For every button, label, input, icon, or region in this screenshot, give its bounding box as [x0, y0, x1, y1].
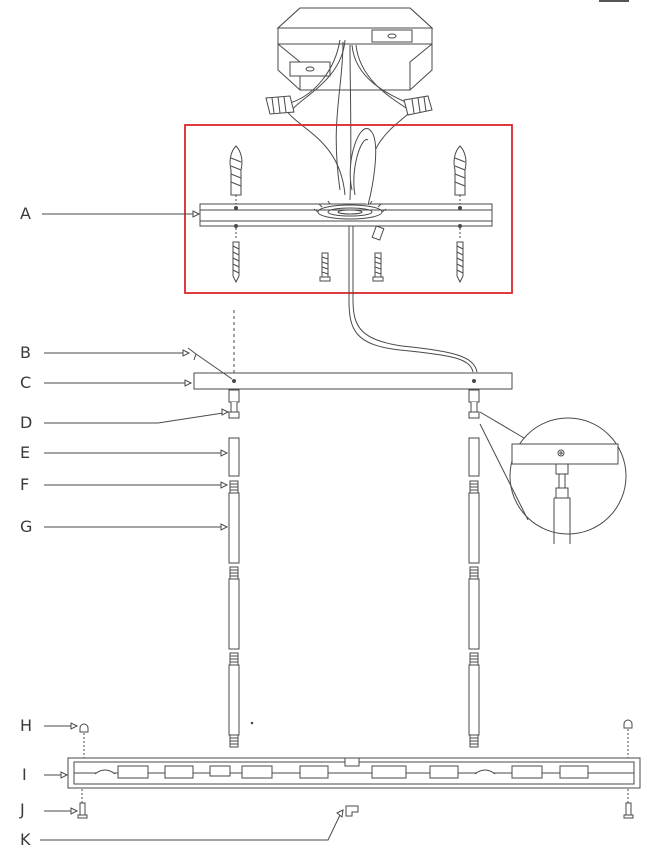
wood-screw-left — [232, 228, 240, 284]
mounting-bracket — [199, 200, 493, 228]
finial-left — [79, 723, 89, 758]
corner-mark — [599, 0, 629, 2]
hook-right — [468, 389, 480, 419]
label-h: H — [20, 716, 33, 735]
label-k: K — [20, 830, 31, 849]
wall-anchor-left — [229, 145, 243, 204]
leader-lines — [40, 210, 344, 841]
machine-screw-left — [319, 252, 331, 282]
label-b: B — [20, 343, 31, 362]
power-cord — [348, 226, 478, 373]
label-j: J — [20, 800, 25, 819]
cord-bundle — [349, 127, 377, 206]
wood-screw-right — [456, 228, 464, 284]
fixture-body — [67, 757, 641, 789]
stray-dot — [250, 721, 254, 725]
label-a: A — [20, 204, 31, 223]
machine-screw-right — [372, 252, 384, 282]
wall-anchor-right — [453, 145, 467, 204]
label-e: E — [20, 443, 31, 462]
wire-nut-right — [403, 95, 433, 116]
detail-view — [479, 411, 627, 544]
label-c: C — [20, 373, 32, 392]
hook-left — [228, 389, 240, 419]
bottom-screw-right — [623, 789, 634, 819]
bottom-screw-left — [77, 789, 88, 819]
label-g: G — [20, 517, 33, 536]
label-f: F — [20, 475, 30, 494]
wire-nut-left — [265, 95, 295, 115]
canopy-plate — [193, 372, 513, 390]
label-d: D — [20, 413, 33, 432]
finial-right — [623, 719, 633, 758]
label-i: I — [22, 765, 27, 784]
small-bracket — [345, 805, 359, 817]
rod-threads — [230, 483, 478, 745]
ground-screw — [371, 225, 385, 241]
junction-box — [276, 7, 434, 91]
